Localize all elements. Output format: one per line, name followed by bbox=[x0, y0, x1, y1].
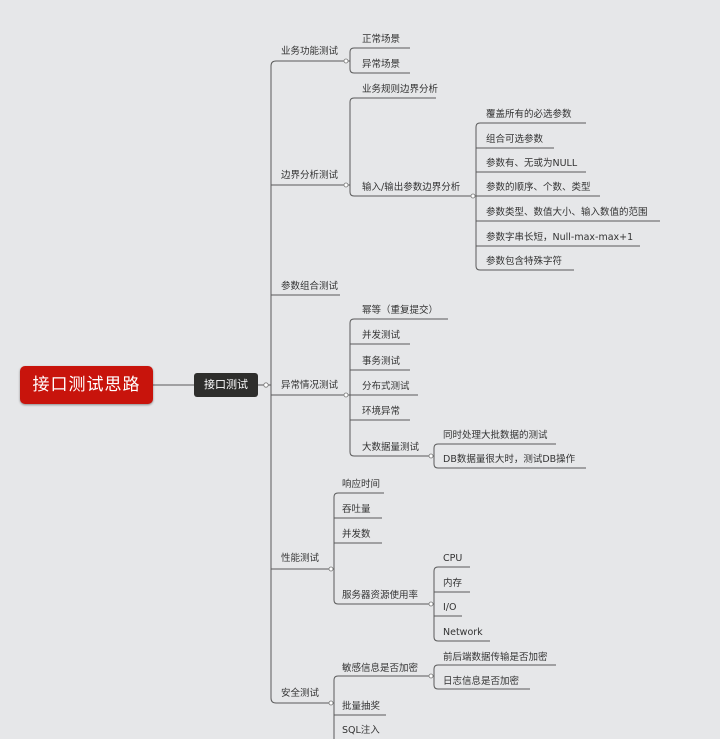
node-performance-test[interactable]: 性能测试 bbox=[281, 553, 320, 564]
node-log-encryption[interactable]: 日志信息是否加密 bbox=[443, 676, 520, 687]
node-throughput[interactable]: 吞吐量 bbox=[342, 504, 371, 515]
node-transaction-test[interactable]: 事务测试 bbox=[362, 356, 401, 367]
node-security-test[interactable]: 安全测试 bbox=[281, 688, 320, 699]
node-sensitive-encryption[interactable]: 敏感信息是否加密 bbox=[342, 663, 419, 674]
node-batch-lottery[interactable]: 批量抽奖 bbox=[342, 701, 381, 712]
node-env-exception[interactable]: 环境异常 bbox=[362, 406, 401, 417]
node-param-length[interactable]: 参数字串长短，Null-max-max+1 bbox=[486, 232, 634, 243]
root-node[interactable]: 接口测试思路 bbox=[20, 366, 153, 404]
node-server-resources[interactable]: 服务器资源使用率 bbox=[342, 590, 419, 601]
node-functional-test[interactable]: 业务功能测试 bbox=[281, 46, 339, 57]
node-db-large-data[interactable]: DB数据量很大时，测试DB操作 bbox=[443, 454, 576, 465]
node-param-special-chars[interactable]: 参数包含特殊字符 bbox=[486, 256, 563, 267]
node-normal-scenario[interactable]: 正常场景 bbox=[362, 34, 401, 45]
node-concurrent-users[interactable]: 并发数 bbox=[342, 529, 371, 540]
node-concurrency-test[interactable]: 并发测试 bbox=[362, 330, 401, 341]
node-optional-params[interactable]: 组合可选参数 bbox=[486, 134, 544, 145]
node-response-time[interactable]: 响应时间 bbox=[342, 479, 381, 490]
node-required-params[interactable]: 覆盖所有的必选参数 bbox=[486, 109, 572, 120]
node-exception-test[interactable]: 异常情况测试 bbox=[281, 380, 339, 391]
node-transport-encryption[interactable]: 前后端数据传输是否加密 bbox=[443, 652, 548, 663]
node-business-rule-boundary[interactable]: 业务规则边界分析 bbox=[362, 84, 439, 95]
node-param-type-range[interactable]: 参数类型、数值大小、输入数值的范围 bbox=[486, 207, 648, 218]
node-cpu[interactable]: CPU bbox=[443, 553, 463, 564]
node-io[interactable]: I/O bbox=[443, 602, 457, 613]
node-batch-data[interactable]: 同时处理大批数据的测试 bbox=[443, 430, 548, 441]
node-abnormal-scenario[interactable]: 异常场景 bbox=[362, 59, 401, 70]
node-idempotent[interactable]: 幂等（重复提交） bbox=[362, 305, 439, 316]
node-distributed-test[interactable]: 分布式测试 bbox=[362, 381, 410, 392]
node-param-order[interactable]: 参数的顺序、个数、类型 bbox=[486, 182, 591, 193]
node-bigdata-test[interactable]: 大数据量测试 bbox=[362, 442, 420, 453]
node-memory[interactable]: 内存 bbox=[443, 578, 463, 589]
node-io-param-boundary[interactable]: 输入/输出参数边界分析 bbox=[362, 182, 461, 193]
node-boundary-test[interactable]: 边界分析测试 bbox=[281, 170, 339, 181]
node-param-null[interactable]: 参数有、无或为NULL bbox=[486, 158, 578, 169]
node-sql-injection[interactable]: SQL注入 bbox=[342, 725, 380, 736]
node-network[interactable]: Network bbox=[443, 627, 483, 638]
hub-node[interactable]: 接口测试 bbox=[194, 373, 258, 397]
node-combo-test[interactable]: 参数组合测试 bbox=[281, 281, 339, 292]
